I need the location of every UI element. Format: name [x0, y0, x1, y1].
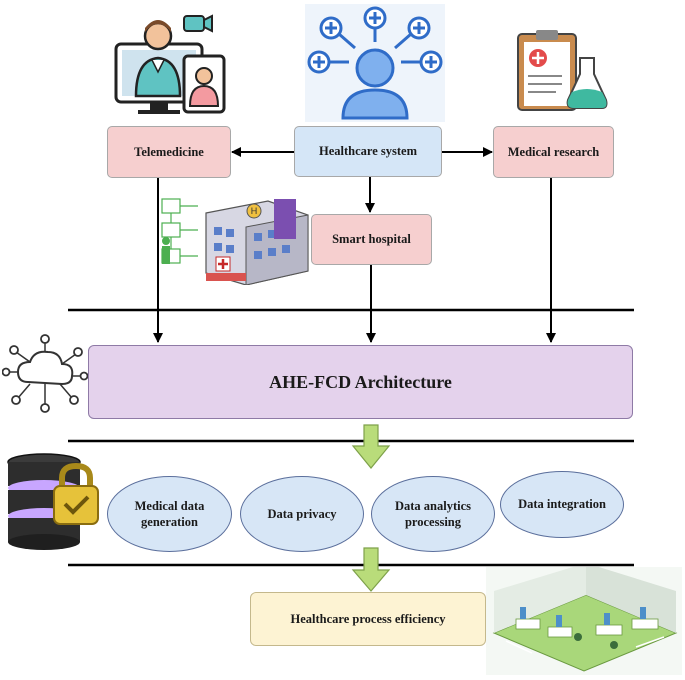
component-oval: Data privacy	[240, 476, 364, 552]
ward-room-icon	[486, 563, 682, 675]
green-down-arrow-1	[351, 424, 391, 469]
healthcare-system-label: Healthcare system	[318, 144, 417, 158]
green-down-arrow-2	[351, 547, 391, 592]
medical-research-label: Medical research	[507, 144, 600, 159]
smart-hospital-node: Smart hospital	[311, 214, 432, 265]
component-oval: Medical data generation	[107, 476, 232, 552]
smart-hospital-label: Smart hospital	[332, 232, 411, 246]
hospital-building-icon: H	[158, 193, 318, 286]
network-cloud-icon	[1, 334, 89, 416]
healthcare-process-efficiency-box: Healthcare process efficiency	[250, 592, 486, 646]
telemedicine-label: Telemedicine	[134, 144, 204, 159]
efficiency-label: Healthcare process efficiency	[290, 611, 446, 626]
component-oval: Data integration	[500, 471, 624, 538]
healthcare-system-node: Healthcare system	[294, 126, 442, 177]
architecture-title: AHE-FCD Architecture	[269, 371, 452, 392]
database-lock-icon	[4, 452, 100, 554]
svg-text:H: H	[251, 206, 258, 216]
medical-research-node: Medical research	[493, 126, 614, 178]
component-oval: Data analytics processing	[371, 476, 495, 552]
clipboard-flask-icon	[512, 28, 612, 116]
component-label: Data privacy	[267, 506, 337, 521]
healthcare-network-person-icon	[305, 4, 445, 122]
component-label: Data integration	[518, 497, 606, 512]
architecture-box: AHE-FCD Architecture	[88, 345, 633, 419]
doctor-video-call-icon	[110, 10, 230, 118]
component-label: Medical data generation	[134, 498, 205, 529]
telemedicine-node: Telemedicine	[107, 126, 231, 178]
component-label: Data analytics processing	[394, 498, 472, 529]
